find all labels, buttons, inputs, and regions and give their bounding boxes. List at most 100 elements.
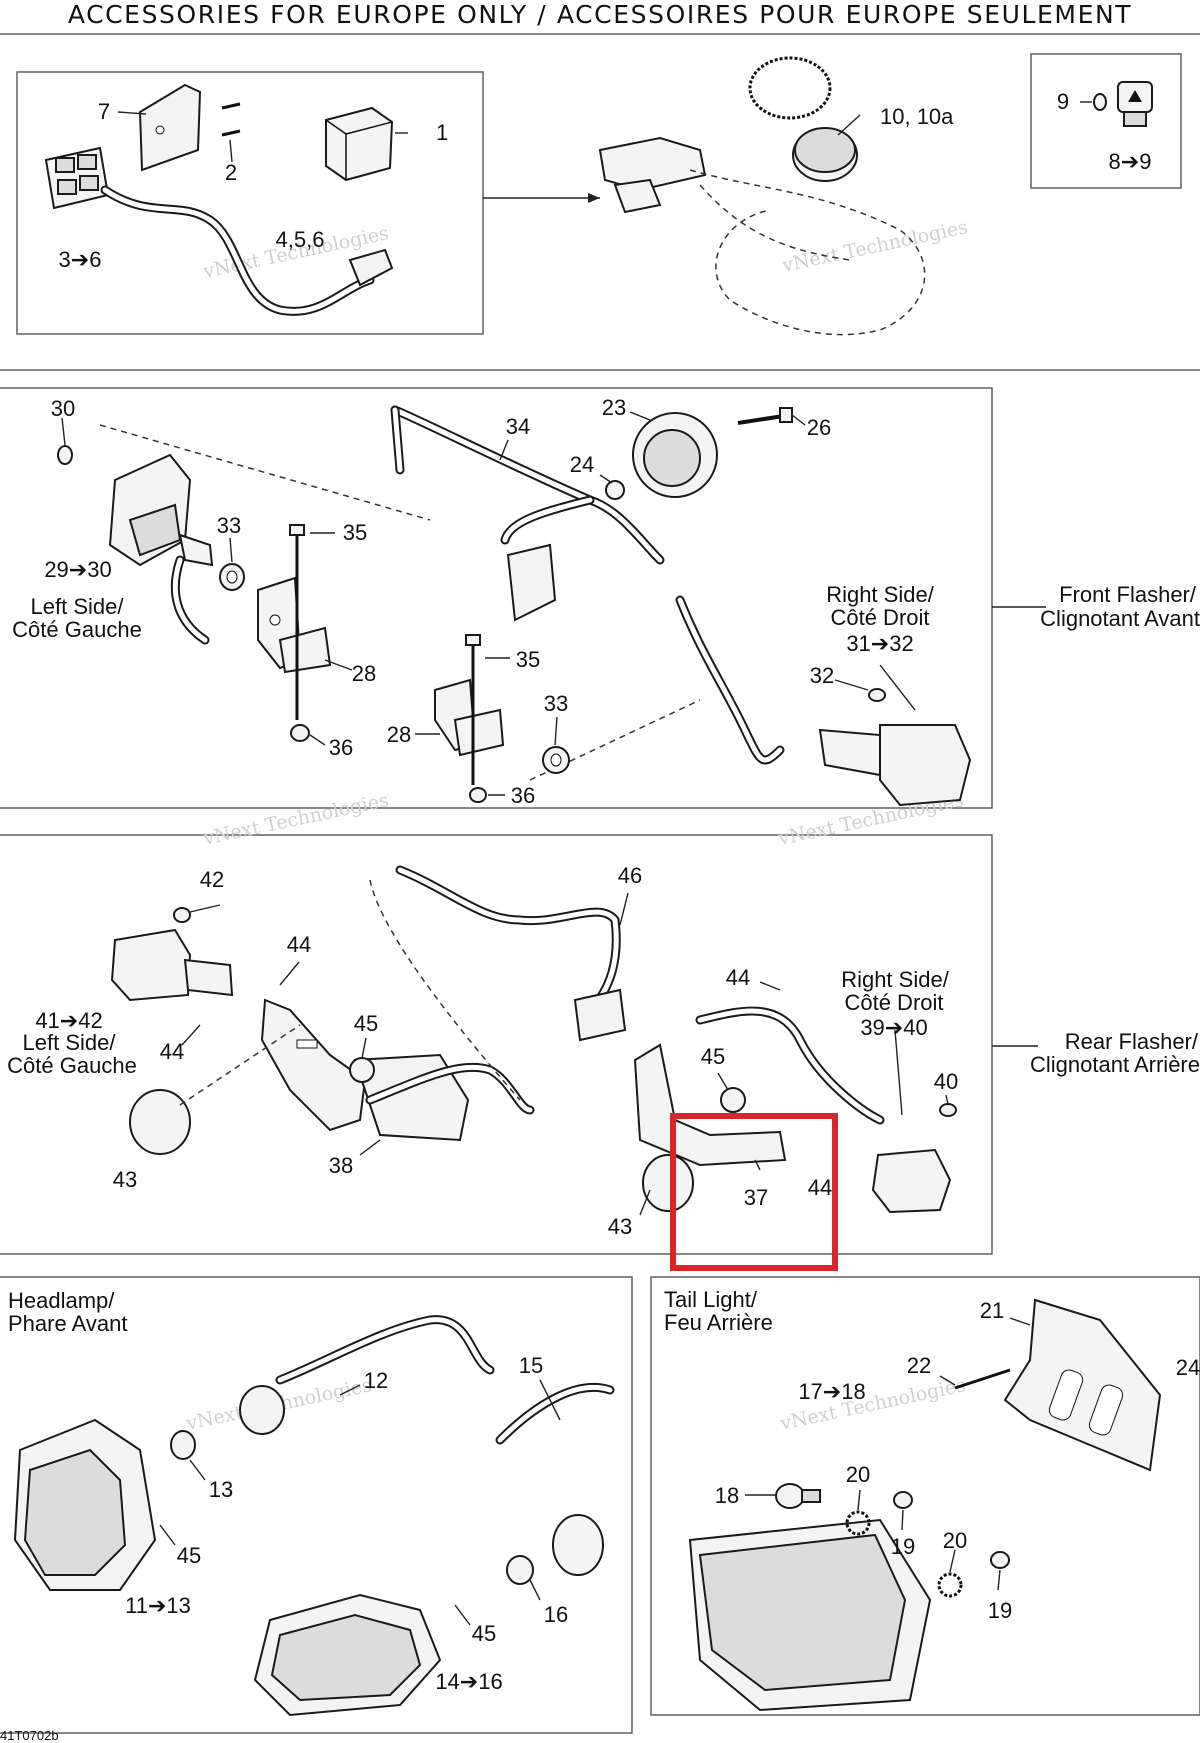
bolt-26 (737, 407, 793, 425)
callout: 14➔16 (435, 1669, 502, 1694)
bolt-35-center (465, 634, 481, 785)
rear-connector (573, 988, 627, 1042)
callout: 36 (511, 783, 535, 808)
ring-10 (748, 56, 832, 120)
callout: 44 (808, 1175, 832, 1200)
callout: 22 (907, 1353, 931, 1378)
front-left-stalk (170, 533, 214, 645)
callout: 42 (200, 867, 224, 892)
bulb-32 (868, 688, 886, 702)
bulb-16 (506, 1555, 534, 1585)
watermark-fuel: vNext Technologies (779, 216, 969, 277)
callout: 12 (364, 1368, 388, 1393)
hazard-module-frame (16, 71, 484, 335)
bracket-28-left (257, 576, 332, 674)
callout: 33 (217, 513, 241, 538)
headlamp-callouts: 12 15 13 45 11➔13 45 16 14➔16 (125, 1353, 568, 1694)
switch-inset-frame (1030, 53, 1182, 189)
callout: 28 (352, 661, 376, 686)
connector-4-5-6 (348, 248, 394, 287)
section-label: Clignotant Avant (1040, 606, 1200, 631)
section-label: Clignotant Arrière (1030, 1052, 1200, 1077)
callout: 8➔9 (1109, 149, 1152, 174)
license-bracket-21 (1003, 1298, 1162, 1472)
callout: 45 (701, 1044, 725, 1069)
side-label: Côté Gauche (7, 1053, 137, 1078)
callout: 46 (618, 863, 642, 888)
front-flasher-labels: Front Flasher/ Clignotant Avant Left Sid… (12, 582, 1200, 656)
rear-left-flasher-lens (110, 928, 234, 1002)
callout: 19 (988, 1598, 1012, 1623)
callout: 30 (51, 396, 75, 421)
callout: 45 (472, 1621, 496, 1646)
lens-43-right (642, 1154, 694, 1212)
callout: 19 (891, 1534, 915, 1559)
section-label: Rear Flasher/ (1065, 1029, 1199, 1054)
front-connector (506, 543, 557, 622)
callout: 15 (519, 1353, 543, 1378)
callout: 7 (98, 99, 110, 124)
callout: 45 (177, 1543, 201, 1568)
gear-20-upper (845, 1510, 871, 1536)
watermark-rear-left: vNext Technologies (200, 789, 390, 850)
hazard-harness (100, 185, 375, 316)
callout: 23 (602, 395, 626, 420)
relay-1 (325, 106, 394, 182)
nut-36-left (290, 724, 310, 742)
grommet-33-left (219, 563, 245, 591)
callout: 34 (506, 414, 530, 439)
gear-20-lower (937, 1572, 963, 1598)
bolt-22 (954, 1368, 1011, 1390)
callout: 1 (436, 120, 448, 145)
tail-light-callouts: 21 24 22 17➔18 18 20 19 20 19 (715, 1298, 1200, 1623)
grommet-45-right (720, 1087, 746, 1113)
tail-light-labels: Tail Light/ Feu Arrière (664, 1287, 773, 1335)
callout: 26 (807, 415, 831, 440)
rear-harness-46 (365, 865, 885, 1125)
screw-2 (221, 102, 241, 137)
callout: 28 (387, 722, 411, 747)
hazard-switch (44, 146, 110, 210)
rear-flasher-labels: Rear Flasher/ Clignotant Arrière 41➔42 L… (7, 967, 1200, 1078)
highlight-box (670, 1113, 838, 1271)
callout: 11➔13 (125, 1593, 191, 1618)
side-label: 41➔42 (35, 1008, 102, 1033)
front-harness-34 (390, 405, 785, 765)
callout: 43 (113, 1167, 137, 1192)
side-label: Côté Droit (830, 605, 929, 630)
socket-12 (239, 1385, 285, 1435)
hazard-switch-8 (1117, 81, 1153, 127)
side-label: Côté Droit (844, 990, 943, 1015)
svg-text:vNext Technologies: vNext Technologies (779, 216, 969, 277)
section-label: Headlamp/ (8, 1288, 115, 1313)
callout: 17➔18 (798, 1379, 865, 1404)
nut-19-upper (893, 1491, 913, 1509)
side-label: 39➔40 (860, 1015, 927, 1040)
callout: 20 (846, 1462, 870, 1487)
page-title: ACCESSORIES FOR EUROPE ONLY / ACCESSOIRE… (67, 0, 1133, 29)
front-dashed-guide-1 (99, 424, 431, 521)
bulb-13 (170, 1430, 196, 1460)
callout: 44 (287, 932, 311, 957)
headlamp-labels: Headlamp/ Phare Avant (8, 1288, 127, 1336)
section-label: Tail Light/ (664, 1287, 758, 1312)
rear-flasher-frame (0, 834, 993, 1255)
bulb-18 (775, 1483, 821, 1509)
nut-19-lower (990, 1551, 1010, 1569)
handlebar-assembly (598, 136, 926, 336)
callout: 32 (810, 663, 834, 688)
socket-15 (552, 1514, 604, 1576)
front-left-flasher-lens (108, 453, 192, 567)
horn-23 (632, 412, 718, 498)
cap-10a (792, 127, 858, 182)
leader-lines (61, 101, 1092, 1626)
grommet-33-center (542, 746, 570, 774)
callout: 37 (744, 1185, 768, 1210)
callout: 44 (726, 965, 750, 990)
callout: 16 (544, 1602, 568, 1627)
section-label: Phare Avant (8, 1311, 127, 1336)
front-flasher-frame (0, 387, 993, 809)
callout: 13 (209, 1477, 233, 1502)
headlamp-frame (0, 1276, 633, 1734)
